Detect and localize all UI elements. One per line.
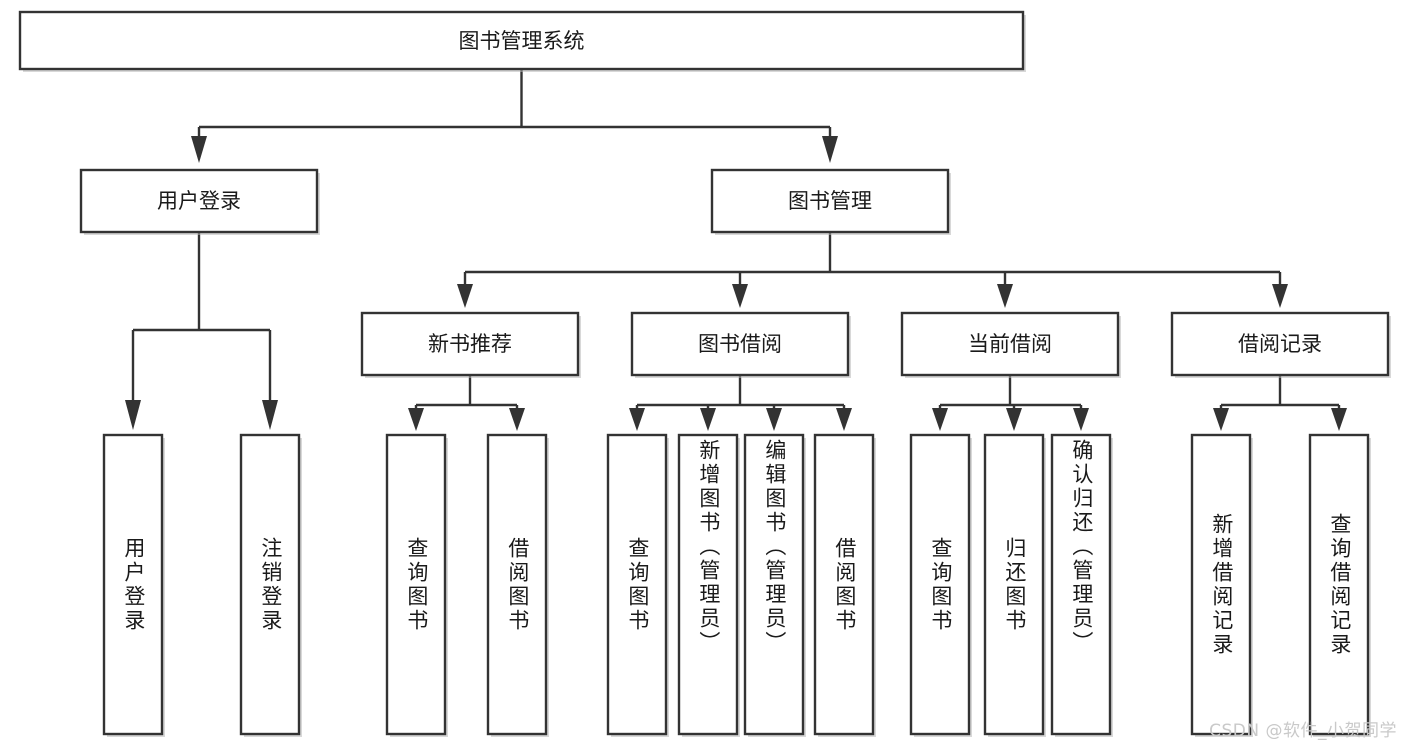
connector-group-current-borrow-to-leaves (932, 375, 1089, 431)
connector-group-root-to-level2 (191, 69, 838, 163)
node-root-box[interactable] (18, 10, 1025, 71)
arrow-head-borrow-record (1272, 284, 1288, 308)
arrow-head-leaf-query-borrow-record (1331, 408, 1347, 431)
node-book-borrow-label: 图书借阅 (698, 332, 782, 356)
arrow-head-book-borrow (732, 284, 748, 308)
leaf-query-book-2-box[interactable] (606, 433, 668, 736)
node-user-login[interactable]: 用户登录 (79, 168, 320, 235)
connector-group-new-book-recommend-to-leaves (408, 375, 525, 431)
leaf-borrow-book-1-box[interactable] (486, 433, 548, 736)
arrow-head-leaf-query-book-3 (932, 408, 948, 431)
leaf-query-book-1-box[interactable] (385, 433, 447, 736)
leaf-query-borrow-record-box[interactable] (1308, 433, 1370, 736)
arrow-head-leaf-user-login (125, 400, 141, 430)
arrow-head-leaf-query-book-1 (408, 408, 424, 431)
arrow-head-user-login (191, 136, 207, 163)
node-root[interactable]: 图书管理系统 (18, 10, 1026, 72)
connector-group-book-borrow-to-leaves (629, 375, 852, 431)
arrow-head-leaf-add-book-admin (700, 408, 716, 431)
node-book-borrow[interactable]: 图书借阅 (630, 311, 851, 378)
node-current-borrow-label: 当前借阅 (968, 332, 1052, 356)
node-current-borrow[interactable]: 当前借阅 (900, 311, 1121, 378)
leaf-edit-book-admin-box[interactable] (743, 433, 805, 736)
node-book-manage-box[interactable] (710, 168, 950, 234)
node-book-manage-label: 图书管理 (788, 189, 872, 213)
node-current-borrow-box[interactable] (900, 311, 1120, 377)
node-book-manage[interactable]: 图书管理 (710, 168, 951, 235)
leaf-return-book-box[interactable] (983, 433, 1045, 736)
connector-group-borrow-record-to-leaves (1213, 375, 1347, 431)
leaf-query-book-3-box[interactable] (909, 433, 971, 736)
connector-group-user-login-to-leaves (125, 232, 278, 430)
node-user-login-box[interactable] (79, 168, 319, 234)
csdn-watermark: CSDN @软件_小贺同学 (1209, 721, 1397, 741)
arrow-head-leaf-return-book (1006, 408, 1022, 431)
arrow-head-leaf-add-borrow-record (1213, 408, 1229, 431)
node-borrow-record-box[interactable] (1170, 311, 1390, 377)
arrow-head-new-book-recommend (457, 284, 473, 308)
arrow-head-leaf-borrow-book-2 (836, 408, 852, 431)
arrow-head-leaf-confirm-return-admin (1073, 408, 1089, 431)
node-borrow-record[interactable]: 借阅记录 (1170, 311, 1391, 378)
node-new-book-recommend[interactable]: 新书推荐 (360, 311, 581, 378)
connector-group-book-manage-to-level3 (457, 232, 1288, 308)
arrow-head-leaf-edit-book-admin (766, 408, 782, 431)
node-root-label: 图书管理系统 (459, 29, 585, 53)
leaf-user-login-box[interactable] (102, 433, 164, 736)
leaf-borrow-book-2-box[interactable] (813, 433, 875, 736)
node-new-book-recommend-label: 新书推荐 (428, 332, 512, 356)
arrow-head-leaf-borrow-book-1 (509, 408, 525, 431)
node-new-book-recommend-box[interactable] (360, 311, 580, 377)
leaf-confirm-return-admin-box[interactable] (1050, 433, 1112, 736)
node-book-borrow-box[interactable] (630, 311, 850, 377)
arrow-head-leaf-logout-login (262, 400, 278, 430)
leaf-add-book-admin-box[interactable] (677, 433, 739, 736)
leaf-boxes (102, 433, 1371, 737)
leaf-logout-login-box[interactable] (239, 433, 301, 736)
arrow-head-leaf-query-book-2 (629, 408, 645, 431)
node-user-login-label: 用户登录 (157, 189, 241, 213)
leaf-add-borrow-record-box[interactable] (1190, 433, 1252, 736)
arrow-head-current-borrow (997, 284, 1013, 308)
node-borrow-record-label: 借阅记录 (1238, 332, 1322, 356)
arrow-head-book-manage (822, 136, 838, 163)
